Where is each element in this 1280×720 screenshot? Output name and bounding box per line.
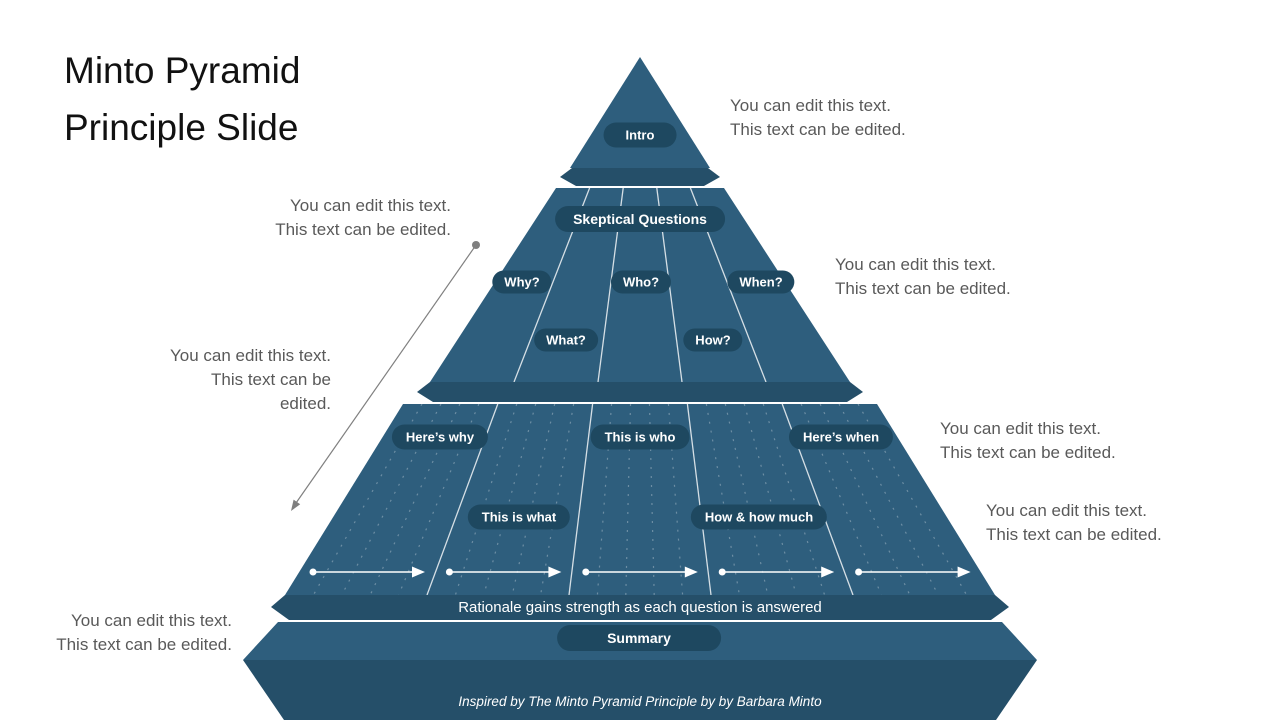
pill-how-and-how-much: How & how much xyxy=(690,504,828,530)
pill-who: Who? xyxy=(610,270,672,294)
tier2-edge xyxy=(417,382,863,402)
pill-what: What? xyxy=(534,328,598,352)
pill-heres-when: Here’s when xyxy=(788,424,894,450)
annotation-arrow xyxy=(291,241,480,511)
pill-when: When? xyxy=(727,270,795,294)
flow-arrows xyxy=(309,566,971,578)
tier3-edge xyxy=(271,595,1009,620)
placeholder-text-top-right: You can edit this text. This text can be… xyxy=(730,96,906,139)
pill-this-is-who: This is who xyxy=(590,424,690,450)
placeholder-text-left-mid: You can edit this text. This text can be… xyxy=(170,346,331,413)
pill-heres-why: Here’s why xyxy=(391,424,489,450)
placeholder-text-right-mid: You can edit this text. This text can be… xyxy=(835,255,1011,298)
footer-attribution: Inspired by The Minto Pyramid Principle … xyxy=(458,694,822,709)
pill-this-is-what: This is what xyxy=(467,504,571,530)
pill-skeptical-questions: Skeptical Questions xyxy=(555,206,725,232)
tier4-edge xyxy=(243,660,1037,720)
rationale-caption: Rationale gains strength as each questio… xyxy=(458,599,822,616)
page-title: Minto Pyramid Principle Slide xyxy=(64,50,301,148)
placeholder-text-right-tier3-upper: You can edit this text. This text can be… xyxy=(940,419,1116,462)
pill-why: Why? xyxy=(492,270,552,294)
tier1-face xyxy=(570,57,710,168)
placeholder-text-bottom-left: You can edit this text. This text can be… xyxy=(56,611,232,654)
pill-how: How? xyxy=(683,328,743,352)
placeholder-text-left-upper: You can edit this text. This text can be… xyxy=(275,196,451,239)
placeholder-text-right-tier3-lower: You can edit this text. This text can be… xyxy=(986,501,1162,544)
pill-summary: Summary xyxy=(557,625,721,651)
tier3-face xyxy=(285,404,995,595)
pill-intro: Intro xyxy=(603,122,677,148)
tier1-edge xyxy=(560,168,720,186)
